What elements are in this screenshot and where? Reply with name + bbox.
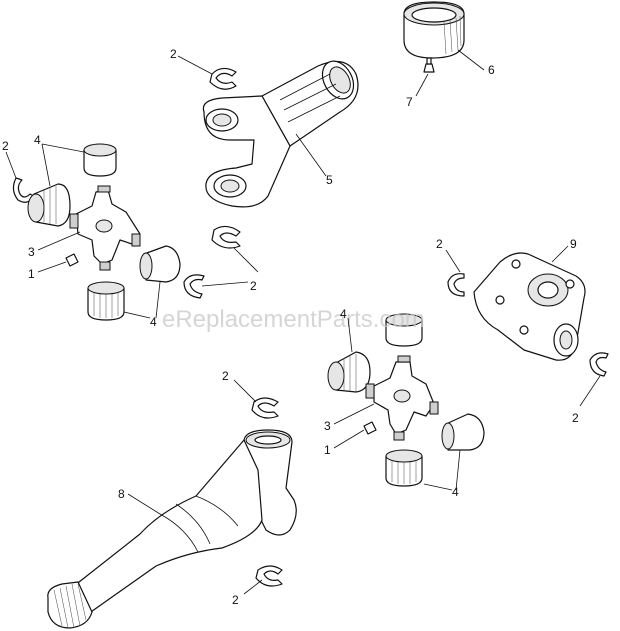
right-grease-fitting: [363, 421, 377, 435]
callout-2-bottom: 2: [232, 593, 239, 607]
callout-8: 8: [118, 487, 125, 501]
callout-4-right-bottom: 4: [452, 485, 459, 499]
left-grease-fitting: [65, 253, 79, 267]
callout-2-left: 2: [2, 139, 9, 153]
left-cross: [69, 185, 141, 271]
right-bearing-cap-right: [441, 413, 485, 451]
callout-2-mid: 2: [250, 279, 257, 293]
callout-2-right-lower: 2: [572, 411, 579, 425]
snap-ring-centre: [251, 397, 279, 419]
part-6-seal-cap: [403, 1, 465, 59]
snap-ring-mid: [211, 225, 241, 249]
part-5-slip-yoke: [202, 60, 359, 208]
callout-1-left: 1: [28, 267, 35, 281]
snap-ring-top: [209, 67, 237, 90]
callout-3-left: 3: [28, 245, 35, 259]
callout-1-right: 1: [324, 443, 331, 457]
callout-6: 6: [488, 63, 495, 77]
left-bearing-cap-right: [139, 245, 181, 283]
callout-4-left-top: 4: [34, 133, 41, 147]
right-bearing-cap-bottom: [385, 449, 423, 487]
callout-9: 9: [570, 237, 577, 251]
leader-lines: [5, 49, 601, 595]
callout-3-right: 3: [324, 419, 331, 433]
part-7-grease-fitting: [423, 57, 435, 73]
left-bearing-cap-top: [83, 143, 117, 177]
callout-4-right-top: 4: [340, 307, 347, 321]
right-bearing-cap-left: [327, 351, 371, 393]
part-9-flange-yoke: [473, 252, 586, 361]
watermark: eReplacementParts.com: [162, 306, 425, 333]
snap-ring-bottom: [255, 565, 283, 587]
snap-ring-right-upper: [447, 273, 465, 297]
right-bearing-cap-top: [385, 313, 423, 347]
snap-ring-right-lower: [589, 352, 609, 377]
callout-2-centre: 2: [222, 369, 229, 383]
callout-7: 7: [406, 95, 413, 109]
callout-2-top: 2: [170, 47, 177, 61]
part-8-shaft-yoke: [47, 429, 297, 629]
snap-ring-lower-left: [183, 274, 205, 299]
callout-2-right-upper: 2: [436, 237, 443, 251]
left-bearing-cap-bottom: [87, 281, 125, 321]
callout-numbers: 2 2 4 3 1 4 2 5 6 7 2 9 2 4 3 1 4 2 8 2: [2, 47, 579, 607]
left-bearing-cap-left: [27, 183, 71, 227]
callout-4-left-bottom: 4: [150, 315, 157, 329]
callout-5: 5: [326, 173, 333, 187]
right-cross: [365, 355, 439, 441]
snap-ring-left: [12, 177, 35, 203]
